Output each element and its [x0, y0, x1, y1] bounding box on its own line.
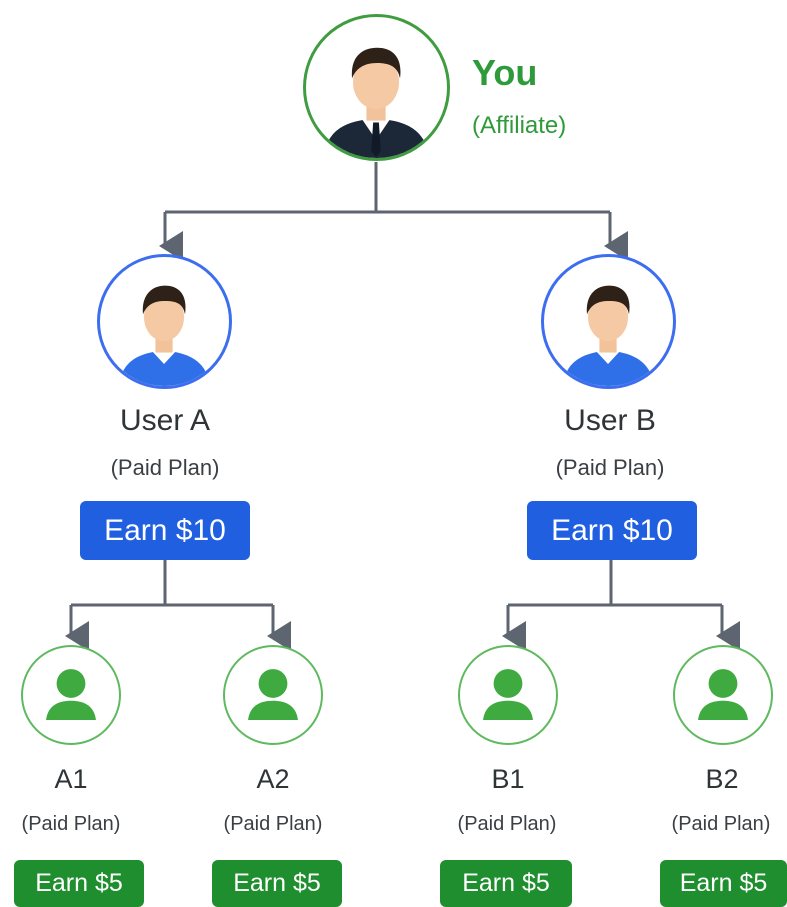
b2-name: B2 — [705, 764, 739, 794]
person-icon — [46, 669, 96, 720]
b2-subtitle: (Paid Plan) — [671, 813, 771, 835]
b1-avatar — [458, 645, 558, 745]
user-b-name: User B — [564, 404, 656, 437]
user-a-avatar — [97, 254, 232, 389]
user-avatar-icon — [119, 285, 210, 386]
businessman-avatar-icon — [323, 47, 430, 158]
b1-name: B1 — [491, 764, 525, 794]
b1-earn-badge: Earn $5 — [440, 860, 572, 907]
user-b-subtitle: (Paid Plan) — [555, 455, 665, 480]
b2-avatar — [673, 645, 773, 745]
a2-name: A2 — [256, 764, 290, 794]
a2-subtitle: (Paid Plan) — [223, 813, 323, 835]
user-b-avatar — [541, 254, 676, 389]
person-icon — [248, 669, 298, 720]
user-b-earn-badge: Earn $10 — [527, 501, 697, 560]
user-a-name: User A — [119, 404, 211, 437]
root-name: You — [472, 52, 538, 93]
user-avatar-icon — [563, 285, 654, 386]
a2-earn-badge: Earn $5 — [212, 860, 342, 907]
user-a-subtitle: (Paid Plan) — [110, 455, 220, 480]
user-a-earn-badge: Earn $10 — [80, 501, 250, 560]
person-icon — [483, 669, 533, 720]
a1-subtitle: (Paid Plan) — [21, 813, 121, 835]
a1-name: A1 — [54, 764, 88, 794]
a1-earn-badge: Earn $5 — [14, 860, 144, 907]
person-icon — [698, 669, 748, 720]
a2-avatar — [223, 645, 323, 745]
b1-subtitle: (Paid Plan) — [457, 813, 557, 835]
affiliate-avatar — [303, 14, 450, 161]
b2-earn-badge: Earn $5 — [660, 860, 787, 907]
root-subtitle: (Affiliate) — [472, 112, 567, 139]
a1-avatar — [21, 645, 121, 745]
